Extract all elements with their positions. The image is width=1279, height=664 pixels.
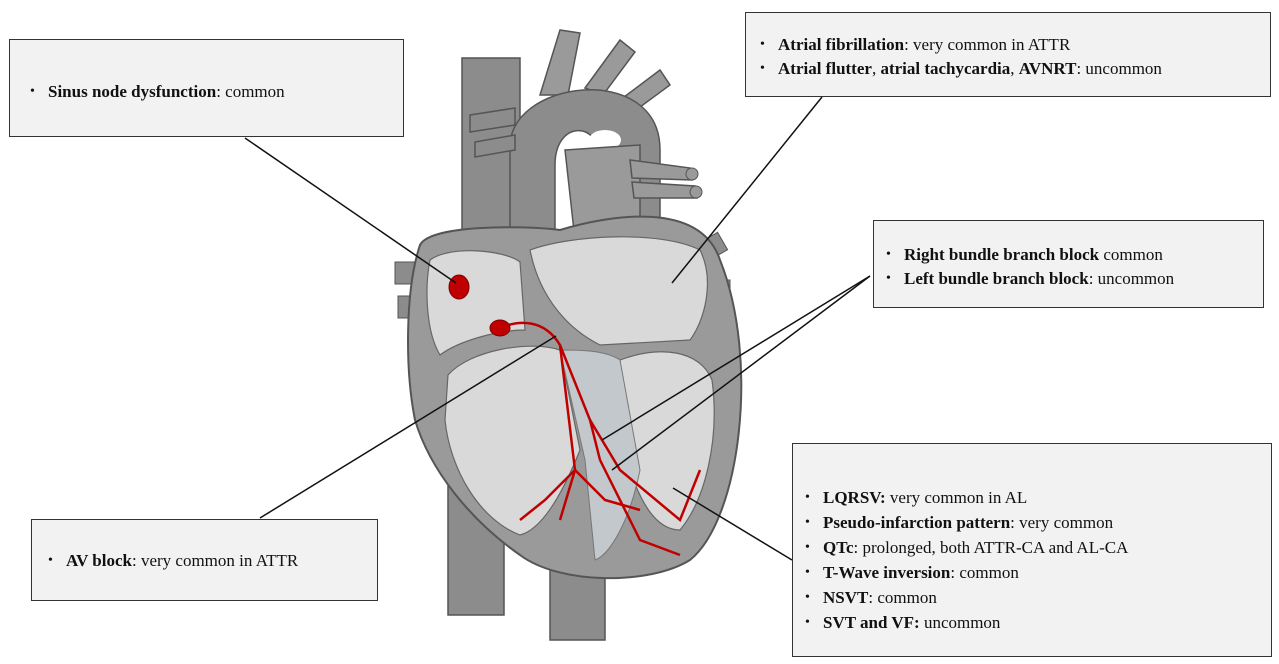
callout-atrial-arrhythmias: Atrial fibrillation: very common in ATTR…	[745, 12, 1271, 97]
callout-item: Atrial flutter, atrial tachycardia, AVNR…	[756, 57, 1270, 81]
callout-bundle-branch: Right bundle branch block common Left bu…	[873, 220, 1264, 308]
callout-item: LQRSV: very common in AL	[801, 485, 1271, 510]
callout-item: Atrial fibrillation: very common in ATTR	[756, 33, 1270, 57]
leader-line-sinus	[245, 138, 456, 283]
callout-item: QTc: prolonged, both ATTR-CA and AL-CA	[801, 535, 1271, 560]
callout-sinus-node: Sinus node dysfunction: common	[9, 39, 404, 137]
sinus-node	[449, 275, 469, 299]
av-node	[490, 320, 510, 336]
callout-list: Atrial fibrillation: very common in ATTR…	[756, 33, 1270, 81]
callout-item: Right bundle branch block common	[882, 243, 1263, 267]
callout-item: AV block: very common in ATTR	[44, 549, 377, 573]
callout-item: SVT and VF: uncommon	[801, 610, 1271, 635]
callout-list: LQRSV: very common in AL Pseudo-infarcti…	[801, 485, 1271, 635]
callout-ecg-findings: LQRSV: very common in AL Pseudo-infarcti…	[792, 443, 1272, 657]
callout-list: AV block: very common in ATTR	[44, 549, 377, 573]
callout-list: Right bundle branch block common Left bu…	[882, 243, 1263, 291]
callout-av-block: AV block: very common in ATTR	[31, 519, 378, 601]
callout-item: Pseudo-infarction pattern: very common	[801, 510, 1271, 535]
callout-item: Left bundle branch block: uncommon	[882, 267, 1263, 291]
callout-item: T-Wave inversion: common	[801, 560, 1271, 585]
callout-item: NSVT: common	[801, 585, 1271, 610]
callout-item: Sinus node dysfunction: common	[26, 80, 403, 104]
callout-list: Sinus node dysfunction: common	[26, 80, 403, 104]
